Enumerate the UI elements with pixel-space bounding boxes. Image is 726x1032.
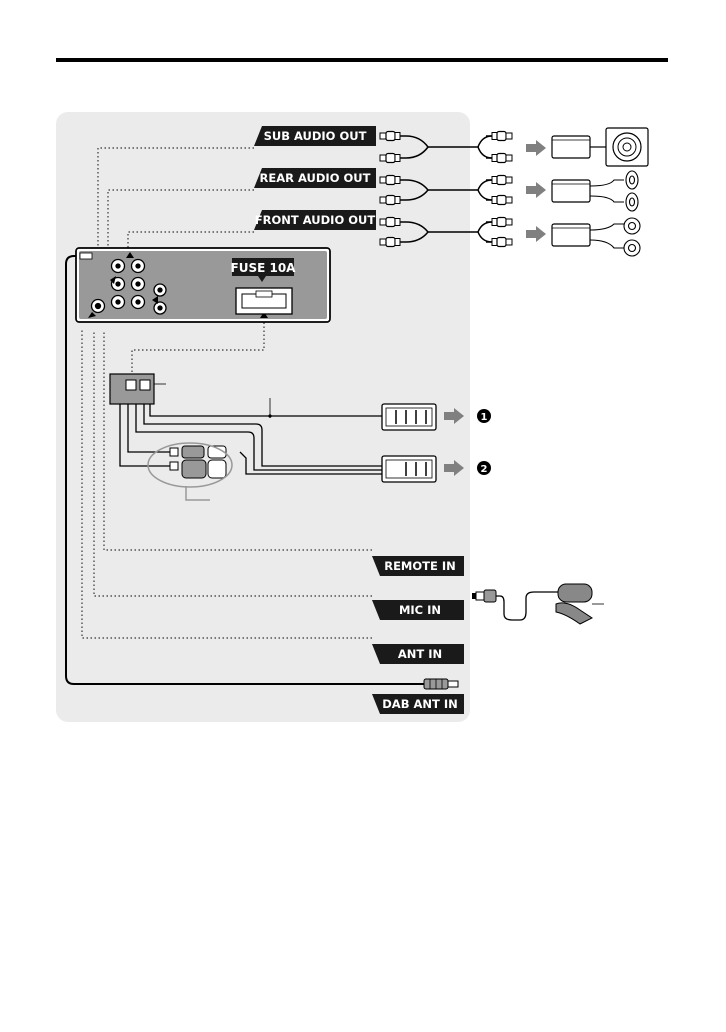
subwoofer <box>590 128 648 166</box>
label-mic-in-text: MIC IN <box>399 603 441 617</box>
front-arrow <box>526 226 546 242</box>
label-ant-in-text: ANT IN <box>398 647 442 661</box>
label-front-audio-out: FRONT AUDIO OUT <box>254 210 376 230</box>
label-dab-ant-in: DAB ANT IN <box>372 694 464 714</box>
label-front-audio-out-text: FRONT AUDIO OUT <box>255 213 376 227</box>
rear-amplifier <box>552 180 590 202</box>
fuse-label-text: FUSE 10A <box>231 261 297 275</box>
callout-1-text: 1 <box>481 412 488 423</box>
rear-arrow <box>526 182 546 198</box>
callout-2: 2 <box>477 461 491 475</box>
label-sub-audio-out: SUB AUDIO OUT <box>254 126 376 146</box>
microphone <box>472 584 604 624</box>
sub-amplifier <box>552 136 590 158</box>
top-rule <box>56 58 668 62</box>
label-mic-in: MIC IN <box>372 600 464 620</box>
rear-speakers <box>590 171 638 211</box>
callout-2-text: 2 <box>481 464 488 475</box>
connector-2 <box>382 456 436 482</box>
fuse-holder <box>236 288 292 314</box>
label-rear-audio-out-text: REAR AUDIO OUT <box>260 171 371 185</box>
sub-arrow <box>526 140 546 156</box>
label-rear-audio-out: REAR AUDIO OUT <box>254 168 376 188</box>
label-sub-audio-out-text: SUB AUDIO OUT <box>264 129 367 143</box>
front-speakers <box>590 218 640 256</box>
label-ant-in: ANT IN <box>372 644 464 664</box>
dab-ant-plug <box>424 679 458 689</box>
front-amplifier <box>552 224 590 246</box>
connector-1 <box>382 404 436 430</box>
label-remote-in-text: REMOTE IN <box>384 559 456 573</box>
label-remote-in: REMOTE IN <box>372 556 464 576</box>
callout-1: 1 <box>477 409 491 423</box>
label-dab-ant-in-text: DAB ANT IN <box>382 697 458 711</box>
